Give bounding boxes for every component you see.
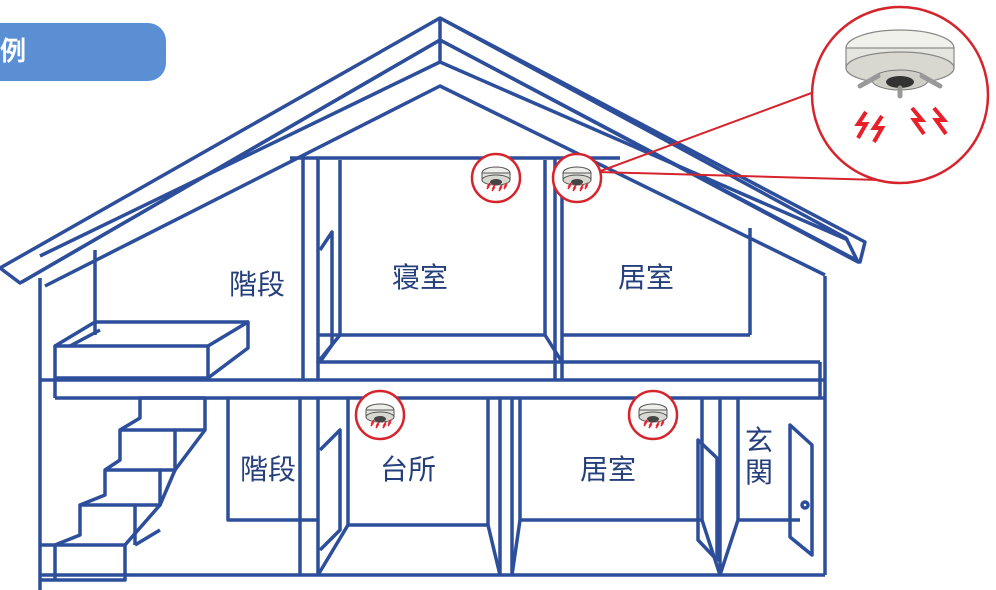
room-label-bedroom: 寝室 xyxy=(392,261,449,294)
room-label-entrance: 玄関 xyxy=(744,424,773,489)
smoke-alarm-icon xyxy=(470,152,522,204)
room-label-kitchen: 台所 xyxy=(380,453,437,486)
room-label-lower-stairs: 階段 xyxy=(240,453,297,486)
room-label-upper-stairs: 階段 xyxy=(229,268,286,301)
lightning-spark-icon xyxy=(854,106,949,143)
smoke-alarm-icon xyxy=(627,389,679,441)
example-tab-label: 例 xyxy=(0,37,27,67)
room-label-lower-living: 居室 xyxy=(580,453,637,486)
smoke-alarm-icon xyxy=(551,152,603,204)
magnified-smoke-alarm xyxy=(810,5,990,185)
room-label-upper-living: 居室 xyxy=(618,261,675,294)
example-tab: 例 xyxy=(0,23,166,81)
smoke-alarm-icon xyxy=(354,389,406,441)
